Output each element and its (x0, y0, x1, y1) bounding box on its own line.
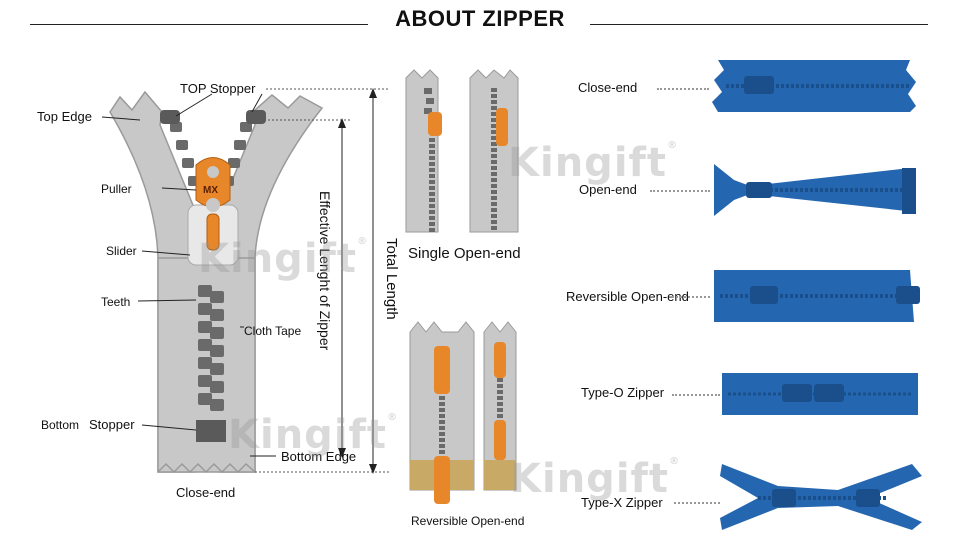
label-top-stopper: TOP Stopper (180, 81, 256, 96)
close-end-zipper-photo (712, 60, 916, 112)
label-bottom-stopper-b: Stopper (89, 417, 135, 432)
header-rule-left (30, 24, 368, 25)
leader-close-end (657, 88, 709, 90)
label-bottom-stopper-a: Bottom (41, 418, 80, 432)
leader-open-end (650, 190, 710, 192)
bottom-edge-fray (157, 462, 256, 474)
label-type-reversible-open-end: Reversible Open-end (566, 289, 689, 304)
label-reversible-open-end-middle: Reversible Open-end (411, 514, 525, 528)
label-total-length: Total Length (383, 238, 400, 320)
type-o-zipper-photo (722, 373, 918, 415)
leader-type-o-zipper (672, 394, 720, 396)
single-open-end-diagram (405, 69, 519, 233)
label-single-open-end: Single Open-end (408, 245, 521, 262)
label-type-x-zipper: Type-X Zipper (581, 495, 663, 510)
label-type-open-end: Open-end (579, 182, 637, 197)
reversible-open-end-zipper-photo (714, 270, 920, 322)
label-top-edge: Top Edge (37, 109, 92, 124)
type-x-zipper-photo (720, 464, 922, 530)
label-puller: Puller (101, 182, 132, 196)
puller-mark-text: MX (203, 185, 218, 196)
top-stopper-right (246, 110, 266, 124)
header-rule-right (590, 24, 928, 25)
page-title: ABOUT ZIPPER (395, 6, 565, 31)
leader-reversible-open-end (672, 296, 710, 298)
label-cloth-tape: Cloth Tape (244, 324, 302, 338)
puller (195, 157, 231, 208)
top-stopper-left (160, 110, 180, 124)
label-type-close-end: Close-end (578, 80, 638, 95)
label-slider: Slider (106, 244, 137, 258)
label-type-o-zipper: Type-O Zipper (581, 385, 665, 400)
label-close-end: Close-end (176, 485, 236, 500)
reversible-open-end-diagram (409, 321, 517, 504)
label-bottom-edge: Bottom Edge (281, 449, 357, 464)
watermark-2: Kingift® (228, 412, 399, 458)
watermark-1: Kingift® (198, 236, 369, 282)
watermark-3: Kingift® (508, 140, 679, 186)
watermark-4: Kingift® (510, 456, 681, 502)
label-teeth: Teeth (101, 295, 131, 309)
bottom-stopper (196, 420, 226, 442)
closed-teeth-chain (198, 285, 224, 411)
leader-type-x-zipper (674, 502, 720, 504)
zipper-anatomy-diagram (101, 88, 390, 474)
open-end-zipper-photo (714, 164, 916, 216)
